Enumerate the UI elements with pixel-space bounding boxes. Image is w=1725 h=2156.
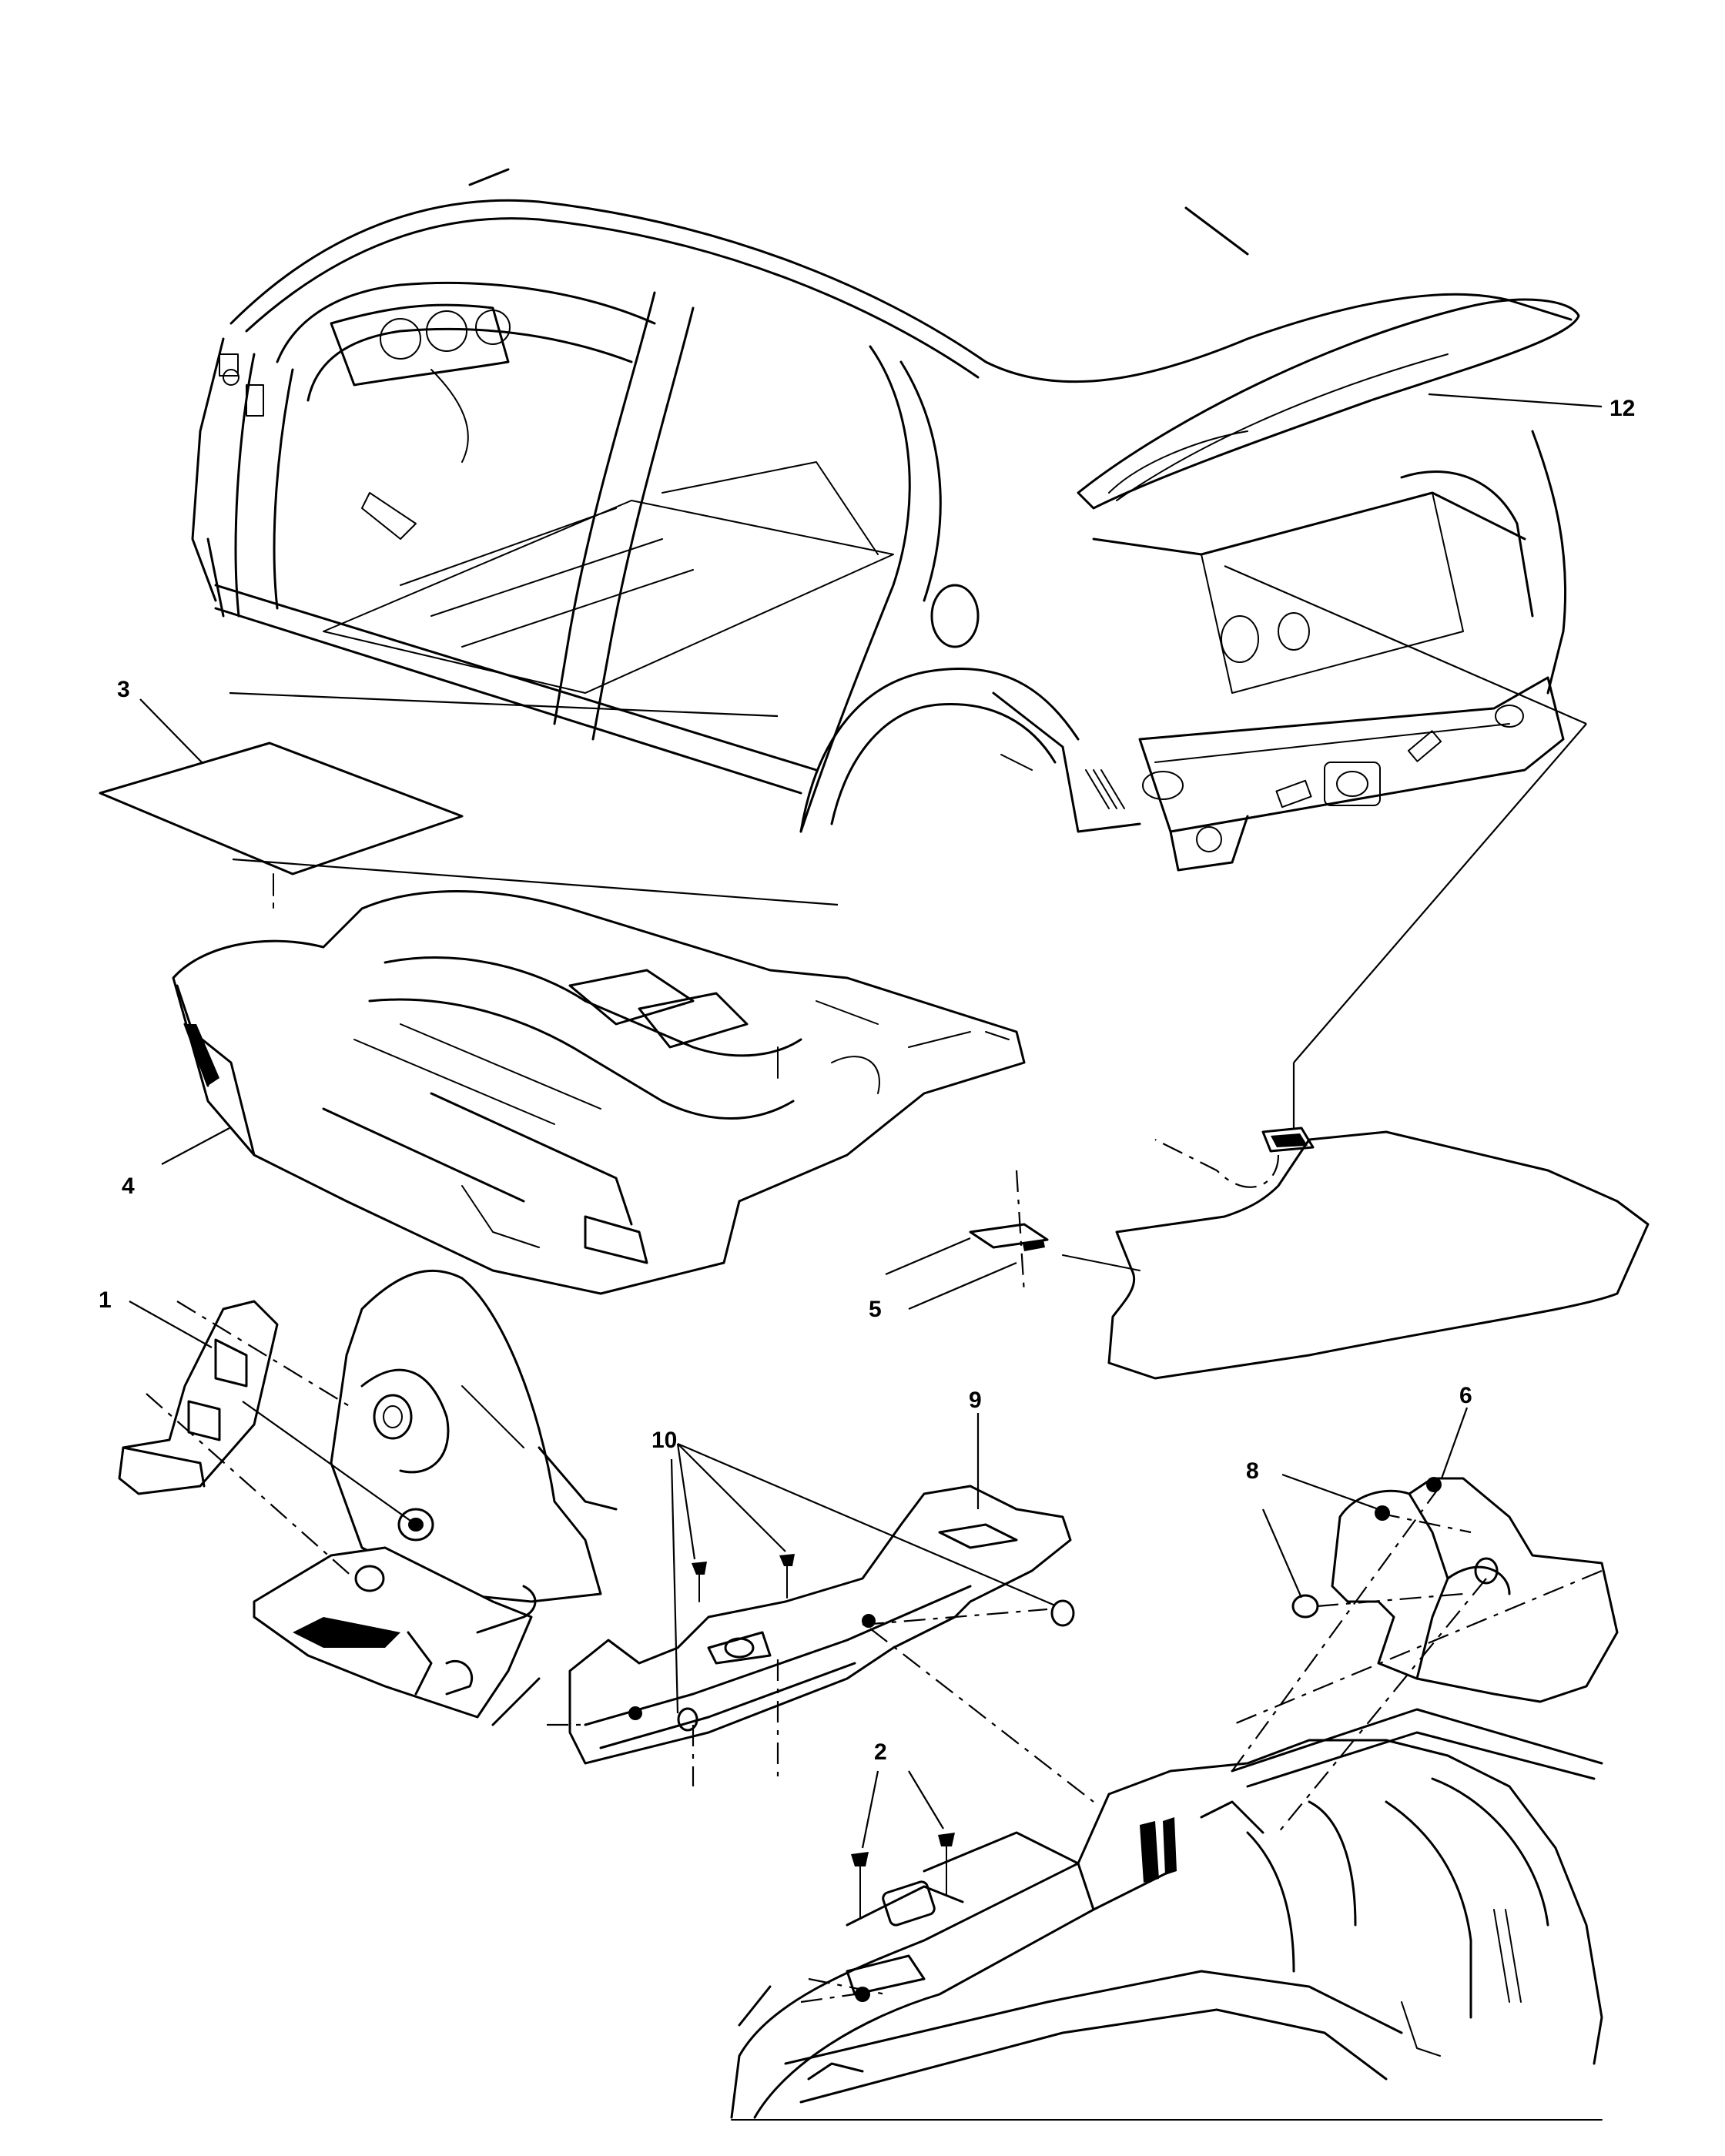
callout-9: 9 — [969, 1388, 982, 1413]
quarter-trim-6-8 — [1231, 1407, 1619, 1833]
floor-silencer-pad-3 — [99, 691, 839, 913]
callout-12: 12 — [1609, 396, 1635, 421]
insulator-1 — [118, 1269, 618, 1726]
callout-5: 5 — [869, 1297, 882, 1322]
callout-6: 6 — [1459, 1383, 1472, 1408]
floor-carpet-4 — [161, 890, 1026, 1295]
callout-leader-12 — [1428, 393, 1603, 408]
callout-labels: 1 2 3 4 5 6 8 9 10 12 — [99, 396, 1635, 1765]
callout-4: 4 — [122, 1173, 135, 1199]
car-body-shell — [191, 168, 1580, 872]
callout-leader-3 — [139, 698, 203, 763]
rear-body-section-2 — [730, 1708, 1603, 2121]
trim-panel-9-10 — [547, 1413, 1094, 1803]
trunk-floor-mat-5 — [885, 564, 1650, 1380]
callout-10: 10 — [651, 1428, 677, 1453]
callout-3: 3 — [117, 677, 130, 702]
callout-2: 2 — [874, 1739, 887, 1765]
callout-1: 1 — [99, 1287, 112, 1313]
callout-8: 8 — [1246, 1458, 1259, 1484]
